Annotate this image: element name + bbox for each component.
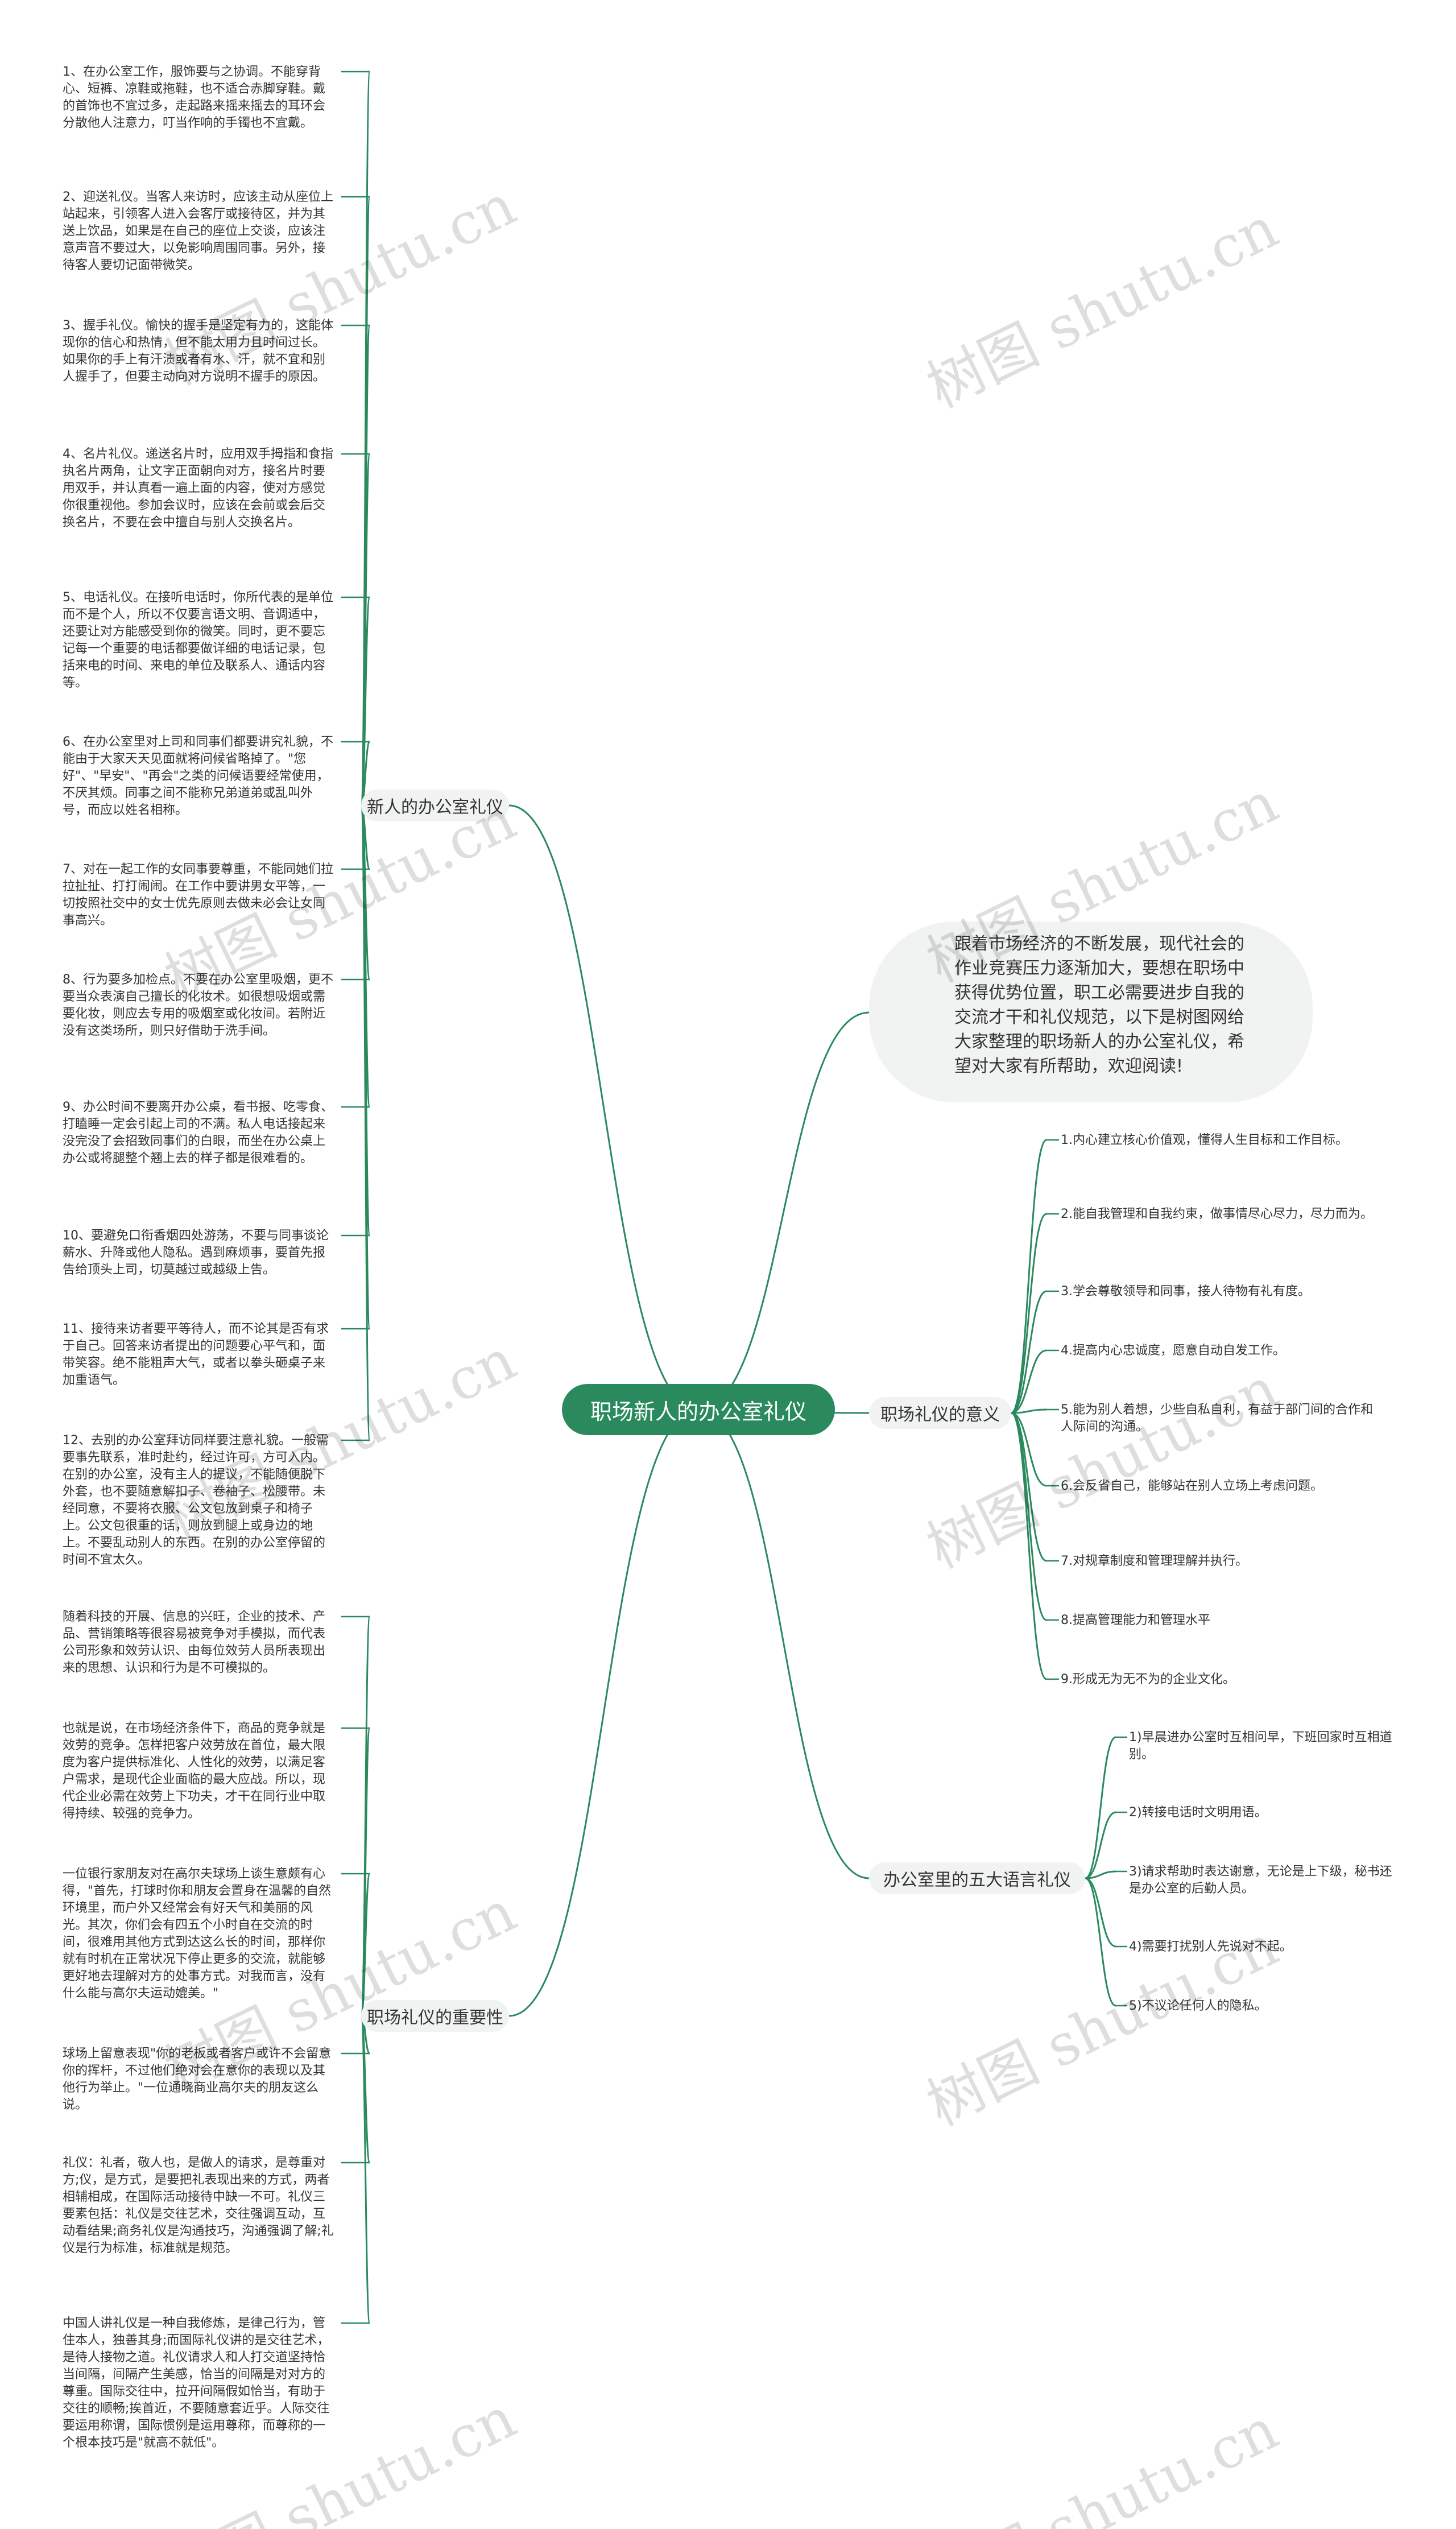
link-root-importance (508, 1408, 699, 2017)
leaf-office-etiquette-3: 3、握手礼仪。愉快的握手是坚定有力的，这能体现你的信心和热情，但不能太用力且时间… (63, 319, 333, 384)
leaf-office-etiquette-9: 9、办公时间不要离开办公桌，看书报、吃零食、打瞌睡一定会引起上司的不满。私人电话… (63, 1100, 333, 1166)
leaf-importance-1: 随着科技的开展、信息的兴旺，企业的技术、产品、营销策略等很容易被竞争对手模拟，而… (63, 1610, 326, 1675)
link-root-office-etiquette (508, 804, 699, 1411)
leaf-five-phrases-5: 5)不议论任何人的隐私。 (1129, 1999, 1267, 2013)
link-meaning-1 (1011, 1139, 1047, 1414)
link-importance-6 (360, 2015, 371, 2324)
link-five-phrases-3 (1085, 1870, 1116, 1879)
root-topic-label: 职场新人的办公室礼仪 (590, 1399, 806, 1424)
branch-meaning-label: 职场礼仪的意义 (880, 1405, 1000, 1425)
leaf-importance-4: 球场上留意表现"你的老板或者客户或许不会留意你的挥杆，不过他们绝对会在意你的表现… (63, 2047, 332, 2112)
leaf-office-etiquette-11: 11、接待来访者要平等待人，而不论其是否有求于自己。回答来访者提出的问题要心平气… (63, 1322, 329, 1387)
leaf-meaning-1: 1.内心建立核心价值观，懂得人生目标和工作目标。 (1061, 1133, 1348, 1147)
link-meaning-8 (1011, 1412, 1047, 1621)
link-office-etiquette-5 (360, 596, 371, 807)
leaf-meaning-2: 2.能自我管理和自我约束，做事情尽心尽力，尽力而为。 (1061, 1207, 1373, 1221)
leaf-meaning-4: 4.提高内心忠诚度，愿意自动自发工作。 (1061, 1344, 1285, 1358)
branch-meaning[interactable]: 职场礼仪的意义 (869, 1397, 1011, 1429)
leaf-five-phrases-3: 3)请求帮助时表达谢意，无论是上下级，秘书还是办公室的后勤人员。 (1129, 1865, 1392, 1896)
link-five-phrases-5 (1085, 1877, 1116, 2007)
link-root-five-phrases (698, 1408, 870, 1879)
link-five-phrases-1 (1085, 1736, 1116, 1879)
branch-five-phrases[interactable]: 办公室里的五大语言礼仪 (869, 1862, 1085, 1894)
leaf-office-etiquette-12: 12、去别的办公室拜访同样要注意礼貌。一般需要事先联系，准时赴约，经过许可，方可… (63, 1433, 329, 1567)
leaf-importance-6: 中国人讲礼仪是一种自我修炼，是律己行为，管住本人，独善其身;而国际礼仪讲的是交往… (63, 2316, 330, 2450)
leaf-office-etiquette-2: 2、迎送礼仪。当客人来访时，应该主动从座位上站起来，引领客人进入会客厅或接待区，… (63, 190, 333, 272)
intro-summary: 跟着市场经济的不断发展，现代社会的作业竞赛压力逐渐加大，要想在职场中获得优势位置… (869, 921, 1313, 1102)
leaf-meaning-5: 5.能为别人着想，少些自私自利，有益于部门间的合作和人际间的沟通。 (1061, 1403, 1373, 1434)
link-meaning-9 (1011, 1412, 1047, 1680)
leaf-importance-5: 礼仪：礼者，敬人也，是做人的请求，是尊重对方;仪，是方式，是要把礼表现出来的方式… (63, 2156, 334, 2255)
leaf-five-phrases-2: 2)转接电话时文明用语。 (1129, 1805, 1267, 1820)
root-topic[interactable]: 职场新人的办公室礼仪 (562, 1384, 835, 1435)
leaf-meaning-6: 6.会反省自己，能够站在别人立场上考虑问题。 (1061, 1479, 1323, 1493)
leaf-five-phrases-1: 1)早晨进办公室时互相问早，下班回家时互相道别。 (1129, 1730, 1392, 1762)
leaf-office-etiquette-8: 8、行为要多加检点。不要在办公室里吸烟，更不要当众表演自己擅长的化妆术。如很想吸… (63, 973, 333, 1038)
leaf-meaning-8: 8.提高管理能力和管理水平 (1061, 1613, 1210, 1627)
link-five-phrases-4 (1085, 1877, 1116, 1948)
leaf-office-etiquette-5: 5、电话礼仪。在接听电话时，你所代表的是单位而不是个人，所以不仅要言语文明、音调… (63, 590, 333, 690)
leaf-importance-3: 一位银行家朋友对在高尔夫球场上谈生意颇有心得，"首先，打球时你和朋友会置身在温馨… (63, 1867, 332, 2001)
intro-summary-text: 跟着市场经济的不断发展，现代社会的作业竞赛压力逐渐加大，要想在职场中获得优势位置… (954, 934, 1244, 1076)
leaf-office-etiquette-4: 4、名片礼仪。递送名片时，应用双手拇指和食指执名片两角，让文字正面朝向对方，接名… (63, 447, 333, 530)
link-meaning-6 (1011, 1412, 1047, 1487)
leaf-meaning-7: 7.对规章制度和管理理解并执行。 (1061, 1554, 1248, 1568)
link-meaning-3 (1011, 1290, 1047, 1414)
leaf-office-etiquette-1: 1、在办公室工作，服饰要与之协调。不能穿背心、短裤、凉鞋或拖鞋，也不适合赤脚穿鞋… (63, 65, 326, 130)
leaf-office-etiquette-6: 6、在办公室里对上司和同事们都要讲究礼貌，不能由于大家天天见面就将问候省略掉了。… (63, 735, 333, 817)
leaf-office-etiquette-7: 7、对在一起工作的女同事要尊重，不能同她们拉拉扯扯、打打闹闹。在工作中要讲男女平… (63, 862, 333, 928)
link-meaning-4 (1011, 1349, 1047, 1414)
branch-importance[interactable]: 职场礼仪的重要性 (361, 2000, 509, 2032)
link-meaning-7 (1011, 1412, 1047, 1562)
link-meaning-5 (1011, 1408, 1047, 1414)
leaf-importance-2: 也就是说，在市场经济条件下，商品的竞争就是效劳的竞争。怎样把客户效劳放在首位，最… (63, 1721, 326, 1821)
branch-importance-label: 职场礼仪的重要性 (367, 2008, 503, 2028)
leaf-meaning-3: 3.学会尊敬领导和同事，接人待物有礼有度。 (1061, 1284, 1310, 1299)
branch-five-phrases-label: 办公室里的五大语言礼仪 (883, 1870, 1071, 1890)
link-meaning-2 (1011, 1213, 1047, 1414)
link-five-phrases-2 (1085, 1811, 1116, 1879)
branch-office-etiquette-label: 新人的办公室礼仪 (367, 797, 503, 817)
leaf-office-etiquette-10: 10、要避免口衔香烟四处游荡，不要与同事谈论薪水、升降或他人隐私。遇到麻烦事，要… (63, 1229, 329, 1277)
link-office-etiquette-12 (360, 804, 371, 1441)
leaf-five-phrases-4: 4)需要打扰别人先说对不起。 (1129, 1940, 1292, 1954)
link-root-intro (698, 1011, 870, 1411)
branch-office-etiquette[interactable]: 新人的办公室礼仪 (361, 790, 509, 821)
leaf-meaning-9: 9.形成无为无不为的企业文化。 (1061, 1672, 1235, 1687)
